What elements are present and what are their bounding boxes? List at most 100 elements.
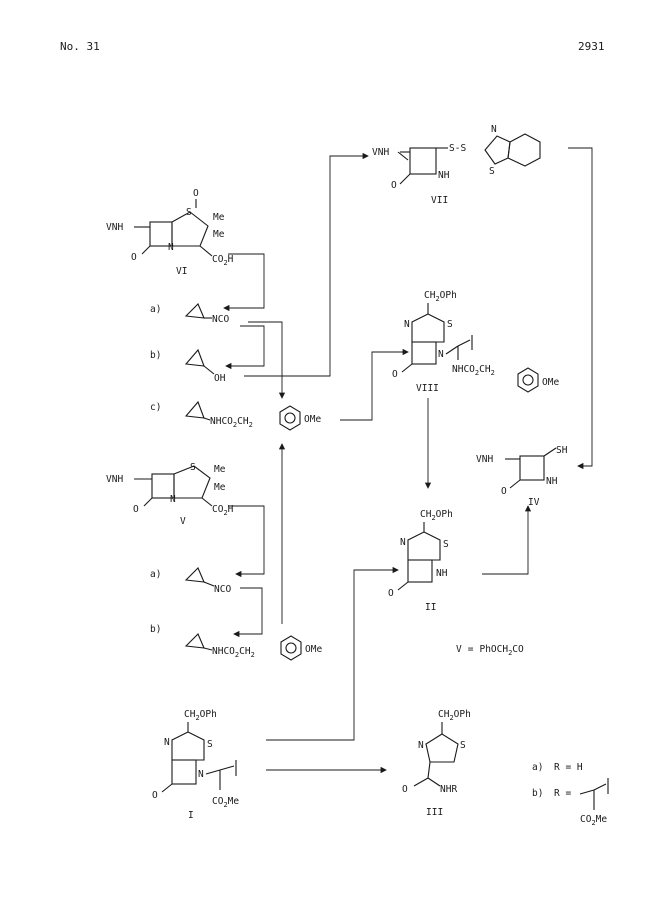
vii-label: VII [431, 195, 448, 206]
vi-me1: Me [213, 212, 225, 223]
lower-a-tag: a) [150, 569, 161, 580]
r-b-tag: b) [532, 788, 543, 799]
arrow-a-to-b-lower [233, 587, 263, 638]
compound-VI: VNH S O Me Me N O CO2H VI [106, 188, 234, 277]
v-label: V [180, 516, 186, 527]
i-o: O [152, 790, 158, 801]
page-number: 2931 [578, 40, 605, 53]
ii-ring [407, 531, 441, 561]
r-b-text: R = [554, 788, 571, 799]
compound-IV: VNH SH NH O IV [476, 445, 568, 508]
viii-ch2oph: CH2OPh [424, 290, 457, 303]
viii-n2: N [438, 349, 444, 360]
lower-b-tag: b) [150, 624, 161, 635]
iii-ch2oph: CH2OPh [438, 709, 471, 722]
ii-o: O [388, 588, 394, 599]
cyclopropyl-icon [184, 303, 205, 319]
vi-s: S [186, 207, 192, 218]
vii-vnh: VNH [372, 147, 389, 158]
cyclopropyl-icon [184, 348, 205, 367]
vii-s: S [489, 166, 495, 177]
arrow-ii-to-iv [482, 505, 532, 575]
upper-reagent-c: c) NHCO2CH2 OMe [150, 400, 321, 431]
compound-III: CH2OPh N S O NHR III [402, 709, 471, 818]
lower-b-tail: OMe [305, 644, 322, 655]
iv-sh: SH [556, 445, 568, 456]
iv-o: O [501, 486, 507, 497]
compound-I: CH2OPh N S N O CO2Me I [152, 709, 239, 821]
iv-beta-lactam [519, 455, 545, 481]
lower-reagent-b: b) NHCO2CH2 OMe [150, 624, 322, 661]
iii-nhr: NHR [440, 784, 457, 795]
iv-label: IV [528, 497, 540, 508]
viii-beta-lactam [411, 341, 437, 365]
iii-n: N [418, 740, 424, 751]
ii-label: II [425, 602, 436, 613]
viii-ring [411, 313, 445, 343]
vi-label: VI [176, 266, 187, 277]
i-ch2oph: CH2OPh [184, 709, 217, 722]
r-a-tag: a) [532, 762, 543, 773]
arrow-a-to-c [248, 321, 286, 399]
upper-b-group: OH [214, 373, 226, 384]
ii-nh: NH [436, 568, 448, 579]
viii-s: S [447, 319, 453, 330]
iv-nh: NH [546, 476, 558, 487]
upper-c-tag: c) [150, 402, 161, 413]
viii-o: O [392, 369, 398, 380]
v-vnh: VNH [106, 474, 123, 485]
vii-beta-lactam [409, 147, 437, 175]
viii-n1: N [404, 319, 410, 330]
arrow-vii-to-iv [568, 147, 593, 470]
r-a-text: R = H [554, 762, 583, 773]
benzene-ring-icon [280, 635, 302, 661]
upper-c-group: NHCO2CH2 [210, 416, 253, 429]
benzene-ring-icon [517, 367, 539, 393]
vii-benzo-ring [507, 133, 541, 167]
definition-v: V=PhOCH2CO [456, 644, 524, 657]
v-s: S [190, 462, 196, 473]
r-definitions: a) R = H b) R = CO2Me [532, 762, 609, 827]
v-me2: Me [214, 482, 226, 493]
lower-a-group: NCO [214, 584, 231, 595]
upper-a-group: NCO [212, 314, 229, 325]
viii-label: VIII [416, 383, 439, 394]
vii-thiazole [484, 135, 511, 165]
upper-b-tag: b) [150, 350, 161, 361]
ii-ch2oph: CH2OPh [420, 509, 453, 522]
vi-thiazolidine [171, 211, 209, 247]
iii-label: III [426, 807, 443, 818]
iii-thiazole [425, 733, 459, 763]
vi-n: N [168, 242, 174, 253]
arrow-c-to-viii [340, 348, 409, 421]
arrow-v-to-a [228, 505, 265, 578]
compound-II: CH2OPh N S NH O II [388, 509, 453, 613]
arrow-vi-to-a [223, 253, 265, 312]
v-n: N [170, 494, 176, 505]
upper-c-tail: OMe [304, 414, 321, 425]
v-me1: Me [214, 464, 226, 475]
r-b-substituent: CO2Me [580, 814, 607, 827]
compound-VIII: CH2OPh N S N O NHCO2CH2 OMe VIII [392, 290, 559, 394]
vii-n: N [491, 124, 497, 135]
lower-reagent-a: a) NCO [150, 567, 231, 595]
compound-V: VNH S Me Me N O CO2H V [106, 462, 234, 527]
i-beta-lactam [171, 759, 197, 785]
viii-nhco2: NHCO2CH2 [452, 364, 495, 377]
ii-n: N [400, 537, 406, 548]
i-ring [171, 731, 205, 761]
upper-reagent-a: a) NCO [150, 303, 229, 325]
cyclopropyl-icon [184, 400, 205, 419]
benzene-ring-icon [279, 405, 301, 431]
arrow-b-to-vii [244, 152, 369, 377]
iii-o: O [402, 784, 408, 795]
reaction-arrows [223, 147, 593, 774]
vi-o: O [131, 252, 137, 263]
upper-reagent-b: b) OH [150, 348, 226, 384]
vii-ss: S-S [449, 143, 466, 154]
viii-ome: OMe [542, 377, 559, 388]
upper-a-tag: a) [150, 304, 161, 315]
arrow-i-to-ii [266, 566, 399, 741]
